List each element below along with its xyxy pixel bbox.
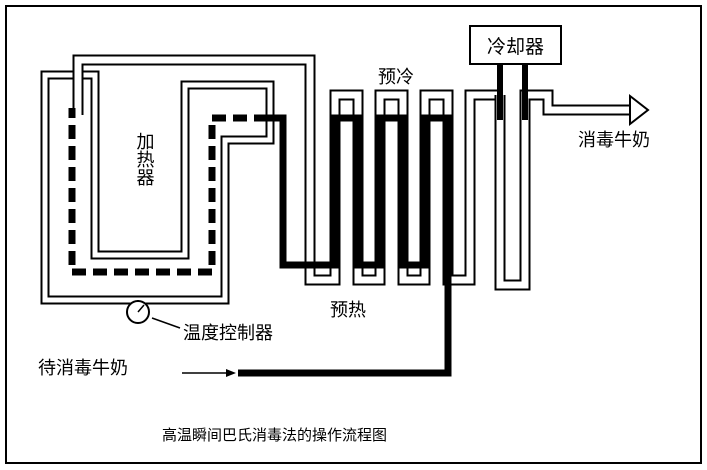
milk-out-label: 消毒牛奶 <box>578 130 650 151</box>
thermometer-gauge-icon <box>126 300 181 329</box>
precool-label: 预冷 <box>378 67 414 88</box>
outlet-arrow-icon <box>616 93 650 127</box>
preheat-label: 预热 <box>330 300 366 321</box>
milk-in-label: 待消毒牛奶 <box>38 358 128 379</box>
heater-outlet-pipe <box>72 54 316 115</box>
heater-tank <box>40 70 275 305</box>
heater-coil <box>68 108 268 276</box>
diagram-caption: 高温瞬间巴氏消毒法的操作流程图 <box>162 426 388 444</box>
inlet-arrow-icon <box>182 369 236 377</box>
cooler-serpentine <box>494 89 620 291</box>
cooler-rods <box>497 65 528 120</box>
cooler-label: 冷却器 <box>486 35 544 58</box>
heater-label: 加热器 <box>133 132 155 186</box>
preheat-pipe <box>238 114 452 377</box>
temp-controller-label: 温度控制器 <box>183 323 273 344</box>
cooler-box: 冷却器 <box>469 25 562 65</box>
